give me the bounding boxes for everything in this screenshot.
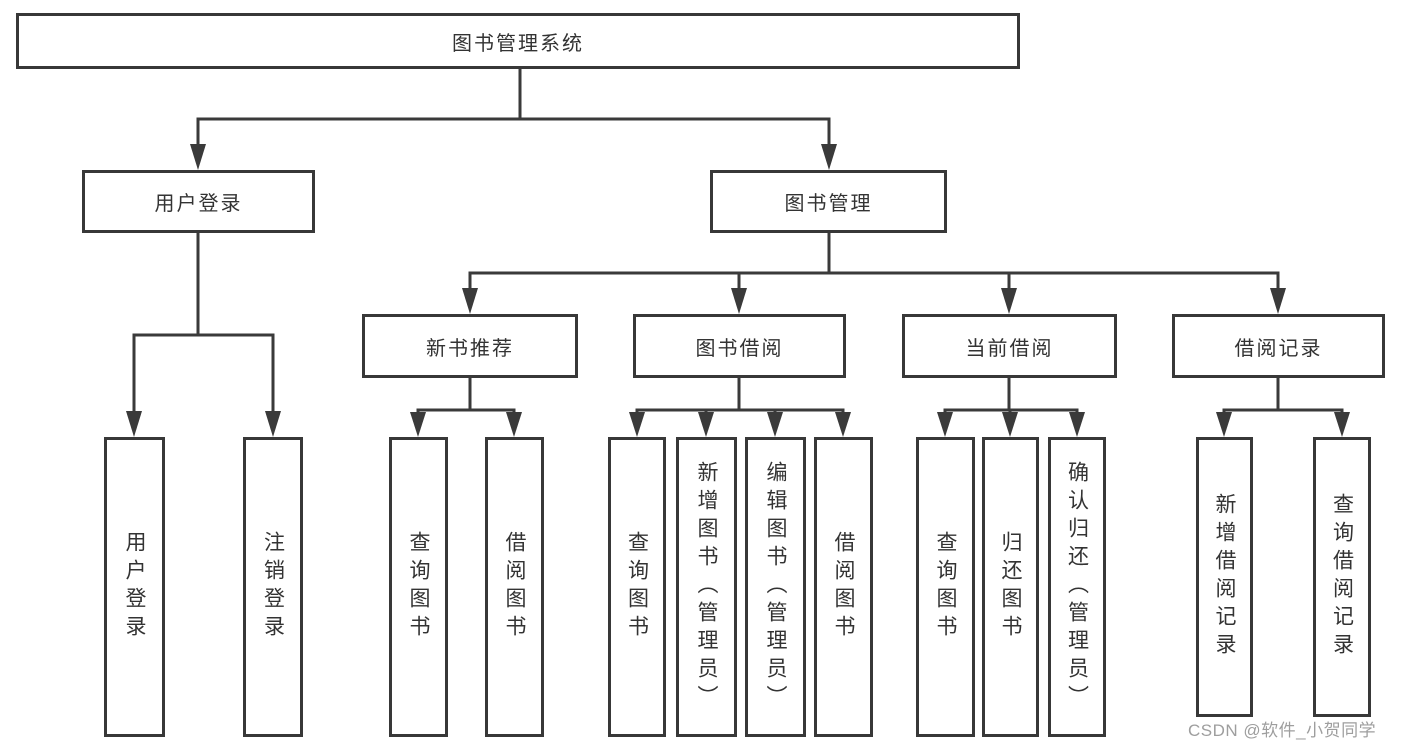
arrowhead <box>1001 288 1017 314</box>
arrowhead <box>1334 412 1350 437</box>
node-user-login: 用户登录 <box>82 170 315 233</box>
leaf-borrow-book-newbook: 借阅图书 <box>485 437 544 737</box>
leaf-query-borrow-record: 查询借阅记录 <box>1313 437 1371 717</box>
arrowhead <box>821 144 837 170</box>
connector-borrow-records-children <box>1216 376 1350 437</box>
connector-book-borrow-children <box>629 376 851 437</box>
node-root-system: 图书管理系统 <box>16 13 1020 69</box>
leaf-return-book: 归还图书 <box>982 437 1039 737</box>
leaf-user-login: 用户登录 <box>104 437 165 737</box>
arrowhead <box>1216 412 1232 437</box>
node-current-borrow: 当前借阅 <box>902 314 1117 378</box>
leaf-confirm-return-admin: 确认归还（管理员） <box>1048 437 1106 737</box>
node-book-management: 图书管理 <box>710 170 947 233</box>
connector-current-borrow-children <box>937 376 1085 437</box>
leaf-logout: 注销登录 <box>243 437 303 737</box>
connector-book-management-children <box>462 231 1286 314</box>
arrowhead <box>1002 412 1018 437</box>
connector-new-book-children <box>410 376 522 437</box>
arrowhead <box>767 412 783 437</box>
arrowhead <box>731 288 747 314</box>
arrowhead <box>410 412 426 437</box>
leaf-query-book-current: 查询图书 <box>916 437 975 737</box>
node-borrow-records: 借阅记录 <box>1172 314 1385 378</box>
leaf-borrow-book: 借阅图书 <box>814 437 873 737</box>
arrowhead <box>462 288 478 314</box>
arrowhead <box>1069 412 1085 437</box>
arrowhead <box>190 144 206 170</box>
arrowhead <box>1270 288 1286 314</box>
node-new-book-recommend: 新书推荐 <box>362 314 578 378</box>
arrowhead <box>629 412 645 437</box>
csdn-watermark: CSDN @软件_小贺同学 <box>1188 721 1377 740</box>
arrowhead <box>506 412 522 437</box>
leaf-query-book-newbook: 查询图书 <box>389 437 448 737</box>
arrowhead <box>698 412 714 437</box>
node-book-borrow: 图书借阅 <box>633 314 846 378</box>
arrowhead <box>126 411 142 437</box>
leaf-add-borrow-record: 新增借阅记录 <box>1196 437 1253 717</box>
connector-root-to-level2 <box>190 67 837 170</box>
arrowhead <box>265 411 281 437</box>
connector-user-login-children <box>126 231 281 437</box>
leaf-query-book-borrow: 查询图书 <box>608 437 666 737</box>
arrowhead <box>835 412 851 437</box>
leaf-add-book-admin: 新增图书（管理员） <box>676 437 737 737</box>
leaf-edit-book-admin: 编辑图书（管理员） <box>745 437 806 737</box>
arrowhead <box>937 412 953 437</box>
